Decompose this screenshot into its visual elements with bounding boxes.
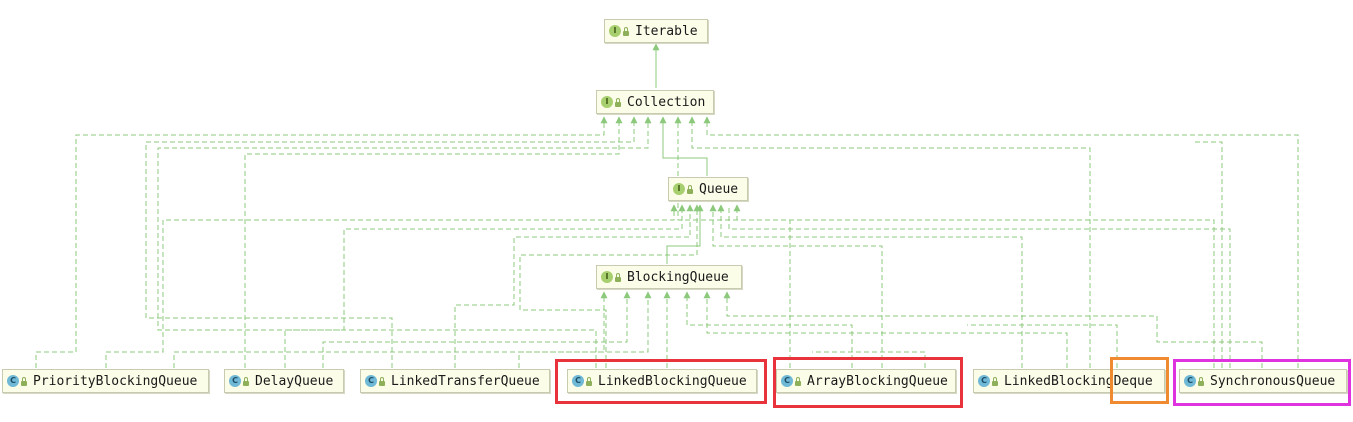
node-label: LinkedTransferQueue [391,373,540,389]
node-synchronous-queue[interactable]: C SynchronousQueue [1179,369,1347,393]
lock-icon [687,184,693,194]
highlight-orange-deque [1110,357,1169,404]
node-linked-blocking-queue[interactable]: C LinkedBlockingQueue [567,369,757,393]
lock-icon [615,272,621,282]
edge-lbq-collection [157,116,652,368]
edge-sq2-collection [1195,141,1223,368]
highlight-red-array-blocking-queue [773,357,963,408]
edge-ltq-queue [454,204,694,368]
node-linked-transfer-queue[interactable]: C LinkedTransferQueue [360,369,550,393]
interface-icon: I [609,25,621,37]
node-collection[interactable]: I Collection [596,90,714,114]
node-delay-queue[interactable]: C DelayQueue [224,369,344,393]
class-icon: C [7,375,19,387]
class-icon: C [1184,375,1196,387]
edge-sq-bq [723,291,1263,368]
edge-dq-bq [322,291,631,368]
edge-lbd-queue [717,204,1023,368]
lock-icon [623,26,629,36]
node-iterable[interactable]: I Iterable [604,19,708,43]
node-label: Iterable [635,23,698,39]
node-label: SynchronousQueue [1210,373,1336,389]
node-label: ArrayBlockingQueue [807,373,948,389]
edge-sq-queue [733,204,1215,368]
edge-sq3-queue [728,205,1231,368]
highlight-magenta-synchronous-queue [1173,359,1351,406]
class-icon: C [781,375,793,387]
interface-icon: I [601,96,613,108]
edge-abq2-bq [812,351,926,368]
edge-dq-queue [284,204,686,368]
edge-dq-collection [244,116,623,368]
highlight-red-linked-blocking-queue [555,359,767,404]
class-icon: C [229,375,241,387]
lock-icon [795,376,801,386]
node-label: LinkedBlockingDeque [1004,373,1153,389]
edge-pbq-collection [35,116,608,368]
node-queue[interactable]: I Queue [668,177,748,201]
lock-icon [243,376,249,386]
edge-ltq-bq [518,291,652,368]
node-array-blocking-queue[interactable]: C ArrayBlockingQueue [776,369,956,393]
node-label: Collection [627,94,706,110]
edge-sq-collection [703,116,1299,368]
lock-icon [992,376,998,386]
class-icon: C [978,375,990,387]
edge-lbd-bq [703,291,1068,368]
node-label: BlockingQueue [627,269,729,285]
lock-icon [615,97,621,107]
edge-pbq-bq [173,291,608,368]
edge-abq-collection [674,116,791,368]
class-icon: C [572,375,584,387]
lock-icon [1198,376,1204,386]
node-label: DelayQueue [255,373,334,389]
edge-lbd-collection [688,116,1091,368]
edge-queue-collection [659,116,708,176]
node-label: Queue [699,181,739,197]
node-label: LinkedBlockingQueue [598,373,747,389]
node-blocking-queue[interactable]: I BlockingQueue [596,265,742,289]
lock-icon [379,376,385,386]
interface-icon: I [673,183,685,195]
edge-abq-queue [709,204,883,368]
edge-abq-bq [683,291,853,368]
lock-icon [586,376,592,386]
node-linked-blocking-deque[interactable]: C LinkedBlockingDeque [973,369,1165,393]
edge-pbq-queue [105,204,678,368]
node-label: PriorityBlockingQueue [33,373,198,389]
edge-lbq-queue [519,204,701,368]
class-icon: C [365,375,377,387]
interface-icon: I [601,271,613,283]
lock-icon [21,376,27,386]
node-priority-blocking-queue[interactable]: C PriorityBlockingQueue [2,369,209,393]
edge-ltq-collection [145,116,638,368]
edge-lbd2-bq [967,324,1118,368]
